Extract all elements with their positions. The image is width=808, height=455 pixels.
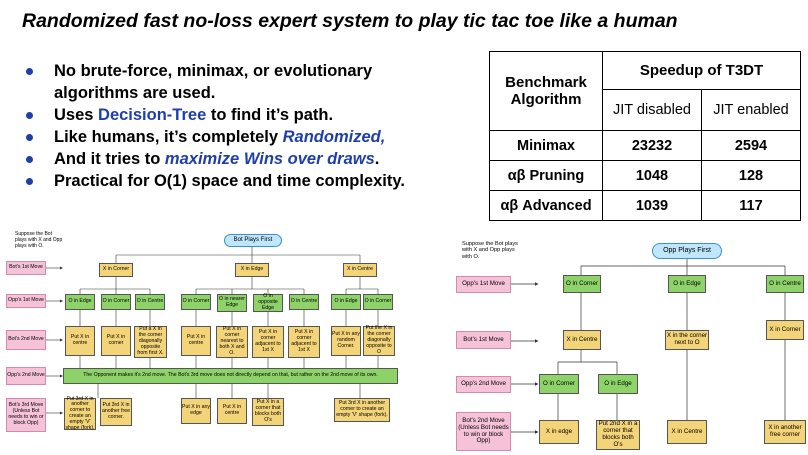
bullet-item: Like humans, it’s completely Randomized, xyxy=(22,126,444,148)
tree1-o-node: O in Centre xyxy=(135,294,165,310)
header-jit-enabled: JIT enabled xyxy=(701,89,801,131)
header-speedup: Speedup of T3DT xyxy=(602,51,801,90)
tree2-o-centre: O in Centre xyxy=(766,275,804,293)
bullet-text: Practical for O(1) space and time comple… xyxy=(54,172,405,190)
tree2-label-bot1: Bot's 1st Move xyxy=(456,331,511,349)
tree1-root-node: Bot Plays First xyxy=(224,234,282,247)
table-cell-algo: Minimax xyxy=(489,130,603,161)
bullet-item: No brute-force, minimax, or evolutionary… xyxy=(22,60,444,104)
table-cell-disabled: 1048 xyxy=(602,160,702,191)
tree1-note: Suppose the Bot plays with X and Opp pla… xyxy=(15,231,63,249)
tree2-o-node: O in Edge xyxy=(598,374,638,394)
table-cell-algo: αβ Advanced xyxy=(489,190,603,221)
table-cell-enabled: 117 xyxy=(701,190,801,221)
tree2-x-corner: X in Corner xyxy=(766,320,804,340)
tree1-x3-node: Put 3rd X in another corner to create an… xyxy=(64,395,96,431)
header-jit-disabled: JIT disabled xyxy=(602,89,702,131)
tree2-x2-node: Put 2nd X in a corner that blocks both O… xyxy=(596,420,640,450)
tree2-x-centre: X in Centre xyxy=(563,330,601,350)
table-cell-disabled: 1039 xyxy=(602,190,702,221)
bullet-item: Practical for O(1) space and time comple… xyxy=(22,170,444,192)
tree1-x-move-node: Put X in corner xyxy=(101,326,131,356)
slide-title: Randomized fast no-loss expert system to… xyxy=(22,10,678,32)
bullet-dot-icon xyxy=(26,112,33,119)
tree1-x-move-node: Put a X in the corner diagonally opposit… xyxy=(134,326,167,358)
tree-connectors xyxy=(46,247,379,415)
tree1-x-move-node: Put X in any random Corner. xyxy=(331,326,361,356)
tree1-x-centre: X in Centre xyxy=(343,263,377,277)
bullet-item: And it tries to maximize Wins over draws… xyxy=(22,148,444,170)
tree2-x-corner-next: X in the corner next to O xyxy=(665,330,709,350)
tree2-label-opp2: Opp's 2nd Move xyxy=(456,376,511,393)
tree1-x-edge: X in Edge xyxy=(235,263,269,277)
tree-connectors xyxy=(511,259,786,434)
tree2-x2-node: X in edge xyxy=(539,420,579,444)
bullet-dot-icon xyxy=(26,68,33,75)
tree2-x2-node: X in Centre xyxy=(667,420,707,444)
opp-first-decision-tree: Suppose the Bot plays with X and Opp pla… xyxy=(418,236,808,455)
tree1-label-bot3: Bot's 3rd Move (Unless Bot needs to win … xyxy=(6,398,46,432)
tree1-label-opp1: Opp's 1st Move xyxy=(6,294,46,308)
bullet-emphasis: maximize xyxy=(164,150,240,168)
bullet-text: to find it’s path. xyxy=(206,106,334,124)
tree1-o-node: O in Centre xyxy=(289,294,319,310)
tree2-root-node: Opp Plays First xyxy=(652,243,722,259)
tree1-x3-node: Put X in a corner that blocks both O's xyxy=(252,398,284,426)
tree1-x-move-node: Put X in corner adjacent to 1st X xyxy=(252,326,284,358)
tree1-o-node: O in nearer Edge xyxy=(217,294,247,312)
bullet-emphasis: Wins over draws xyxy=(243,150,375,168)
tree1-x3-node: Put 3rd X in another corner to create an… xyxy=(334,398,390,422)
bullet-text: And it tries to xyxy=(54,150,165,168)
tree1-x3-node: Put 3rd X in another free corner. xyxy=(100,398,132,426)
table-cell-algo: αβ Pruning xyxy=(489,160,603,191)
bullet-dot-icon xyxy=(26,134,33,141)
tree2-o-corner: O in Corner xyxy=(563,275,601,293)
bullet-text: Like humans, it’s completely xyxy=(54,128,283,146)
bullet-emphasis: Randomized, xyxy=(282,128,386,146)
tree1-x3-node: Put X in any edge xyxy=(181,398,211,424)
tree1-opp2-band: The Opponent makes it's 2nd move. The Bo… xyxy=(63,368,398,384)
benchmark-table: Benchmark Algorithm Speedup of T3DT JIT … xyxy=(489,51,801,221)
tree1-label-opp2: Opp's 2nd Move xyxy=(6,367,46,385)
tree2-x2-node: X in another free corner xyxy=(764,420,806,444)
feature-bullets: No brute-force, minimax, or evolutionary… xyxy=(22,60,444,192)
header-benchmark: Benchmark Algorithm xyxy=(489,51,603,131)
tree1-o-node: O in opposite Edge xyxy=(253,293,283,312)
bullet-item: Uses Decision-Tree to find it’s path. xyxy=(22,104,444,126)
bot-first-decision-tree: Suppose the Bot plays with X and Opp pla… xyxy=(0,228,404,455)
bullet-dot-icon xyxy=(26,156,33,163)
tree1-o-node: O in Edge xyxy=(331,294,361,310)
tree1-o-node: O in Corner xyxy=(181,294,211,310)
bullet-dot-icon xyxy=(26,178,33,185)
tree1-x-move-node: Put X in centre xyxy=(65,326,95,356)
tree2-note: Suppose the Bot plays with X and Opp pla… xyxy=(462,241,518,260)
bullet-text: No brute-force, minimax, or evolutionary… xyxy=(54,62,373,102)
bullet-emphasis: Decision-Tree xyxy=(98,106,207,124)
tree2-o-edge: O in Edge xyxy=(668,275,706,293)
table-cell-enabled: 128 xyxy=(701,160,801,191)
bullet-text: . xyxy=(374,150,380,168)
tree1-x-move-node: Put the X in the corner diagonally oppos… xyxy=(363,326,395,356)
table-cell-enabled: 2594 xyxy=(701,130,801,161)
tree1-x-corner: X in Corner xyxy=(99,263,133,277)
tree1-o-node: O in Corner xyxy=(363,294,393,310)
tree1-o-node: O in Corner xyxy=(101,294,131,310)
tree1-x-move-node: Put X in corner nearest to both X and O. xyxy=(216,326,248,358)
bullet-text: Uses xyxy=(54,106,99,124)
tree2-label-opp1: Opp's 1st Move xyxy=(456,276,511,293)
tree1-label-bot1: Bot's 1st Move xyxy=(6,261,46,275)
tree1-label-bot2: Bot's 2nd Move xyxy=(6,330,46,350)
table-cell-disabled: 23232 xyxy=(602,130,702,161)
tree1-x3-node: Put X in centre xyxy=(217,398,247,424)
tree2-label-bot2: Bot's 2nd Move (Unless Bot needs to win … xyxy=(456,412,511,451)
tree1-x-move-node: Put X in centre xyxy=(181,326,211,356)
tree1-o-node: O in Edge xyxy=(65,294,95,310)
tree2-o-node: O in Corner xyxy=(539,374,579,394)
tree1-x-move-node: Put X in corner adjacent to 1st X xyxy=(288,326,320,358)
